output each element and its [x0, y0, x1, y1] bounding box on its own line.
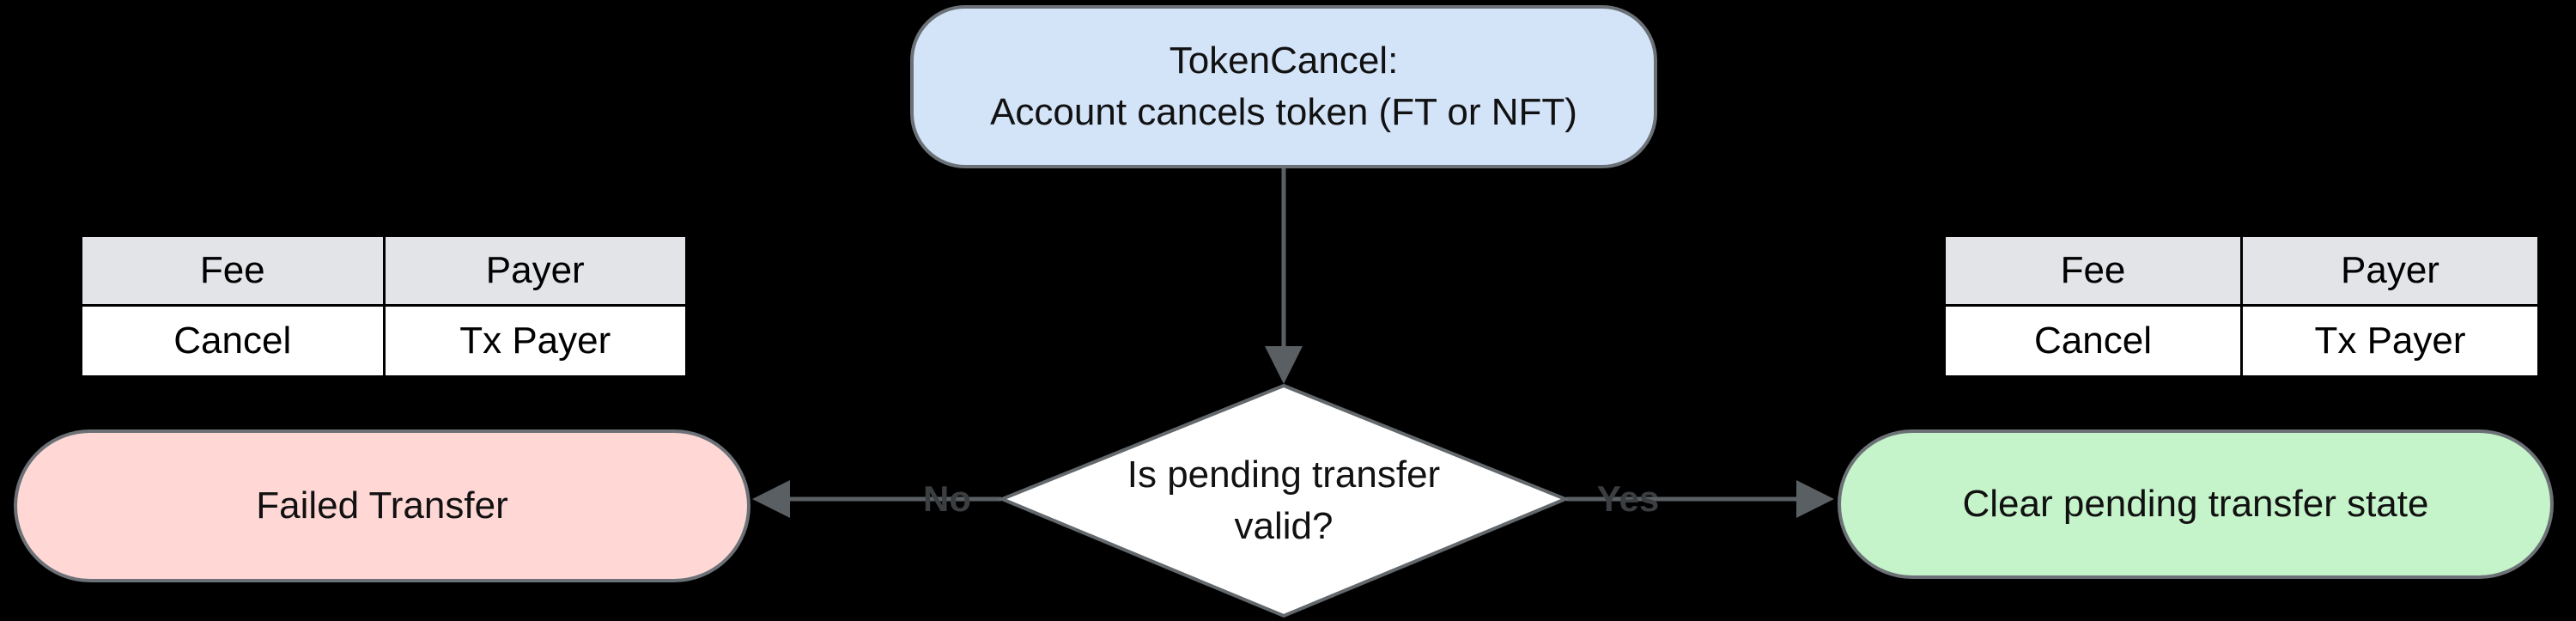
node-clear-pending: Clear pending transfer state — [1838, 429, 2554, 579]
table-header-cell: Fee — [80, 234, 386, 307]
table-row: Cancel Tx Payer — [1943, 304, 2540, 378]
arrowhead-left-icon — [752, 480, 790, 518]
node-line: Is pending transfer — [1127, 454, 1441, 496]
node-line: TokenCancel: — [1169, 40, 1399, 82]
fee-table-left: Fee Payer Cancel Tx Payer — [80, 234, 688, 378]
arrowhead-right-icon — [1796, 480, 1834, 518]
table-header-row: Fee Payer — [80, 234, 688, 307]
table-header-row: Fee Payer — [1943, 234, 2540, 307]
table-cell: Tx Payer — [382, 304, 688, 378]
node-decision-label: Is pending transfer valid? — [1112, 449, 1455, 552]
table-cell: Cancel — [80, 304, 386, 378]
edge-label-yes: Yes — [1596, 478, 1660, 519]
node-failed-transfer: Failed Transfer — [14, 429, 750, 582]
table-cell: Tx Payer — [2240, 304, 2540, 378]
table-row: Cancel Tx Payer — [80, 304, 688, 378]
table-header-cell: Payer — [2240, 234, 2540, 307]
table-cell: Cancel — [1943, 304, 2243, 378]
fee-table-right: Fee Payer Cancel Tx Payer — [1943, 234, 2540, 378]
edge-label-no: No — [923, 478, 971, 519]
decision-diamond-shape — [997, 383, 1571, 618]
node-line: Clear pending transfer state — [1962, 483, 2429, 525]
node-line: Failed Transfer — [256, 484, 508, 527]
table-header-cell: Payer — [382, 234, 688, 307]
arrowhead-down-icon — [1265, 346, 1303, 384]
table-header-cell: Fee — [1943, 234, 2243, 307]
node-token-cancel: TokenCancel: Account cancels token (FT o… — [910, 5, 1657, 168]
node-line: valid? — [1234, 505, 1334, 547]
node-line: Account cancels token (FT or NFT) — [990, 91, 1577, 133]
